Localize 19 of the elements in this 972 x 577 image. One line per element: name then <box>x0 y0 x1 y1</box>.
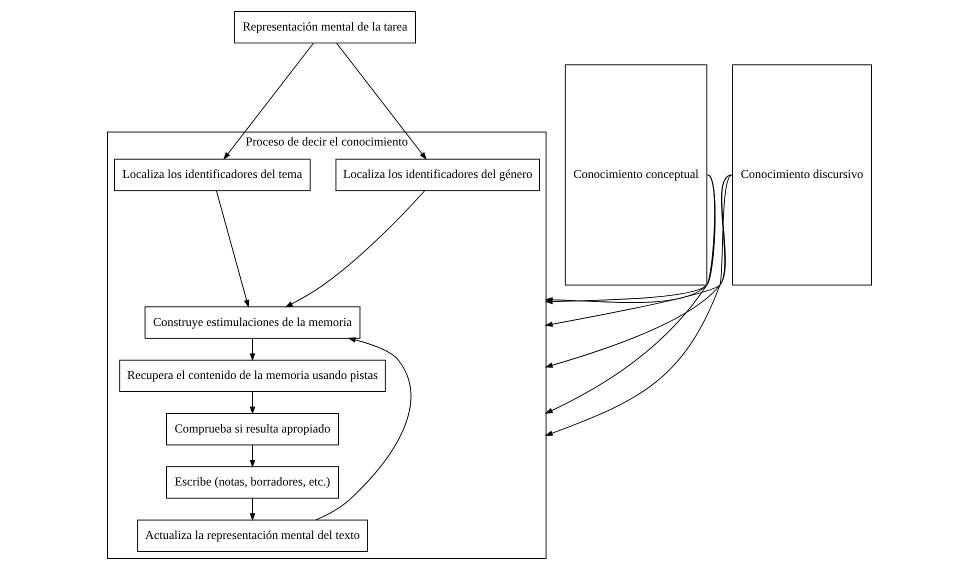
arrow <box>250 391 256 415</box>
arrow <box>336 42 427 160</box>
node-box: Localiza los identificadores del tema <box>114 158 311 192</box>
node-box: Comprueba si resulta apropiado <box>166 413 339 446</box>
node-box: Localiza los identificadores del género <box>336 158 540 192</box>
arrow <box>284 190 425 308</box>
node-box: Representación mental de la tarea <box>234 11 416 44</box>
node-box: Conocimiento discursivo <box>732 64 872 286</box>
node-box: Actualiza la representación mental del texto <box>137 520 368 552</box>
arrow <box>250 498 256 522</box>
arrow <box>250 444 256 468</box>
node-box: Escribe (notas, borradores, etc.) <box>166 466 339 499</box>
node-box: Recupera el contenido de la memoria usando pistas <box>119 360 386 392</box>
arrow <box>250 338 256 362</box>
arrow <box>216 190 250 308</box>
arrow <box>223 42 314 160</box>
arrow <box>315 337 412 520</box>
node-box: Conocimiento conceptual <box>564 64 708 286</box>
node-box: Construye estimulaciones de la memoria <box>144 306 360 339</box>
